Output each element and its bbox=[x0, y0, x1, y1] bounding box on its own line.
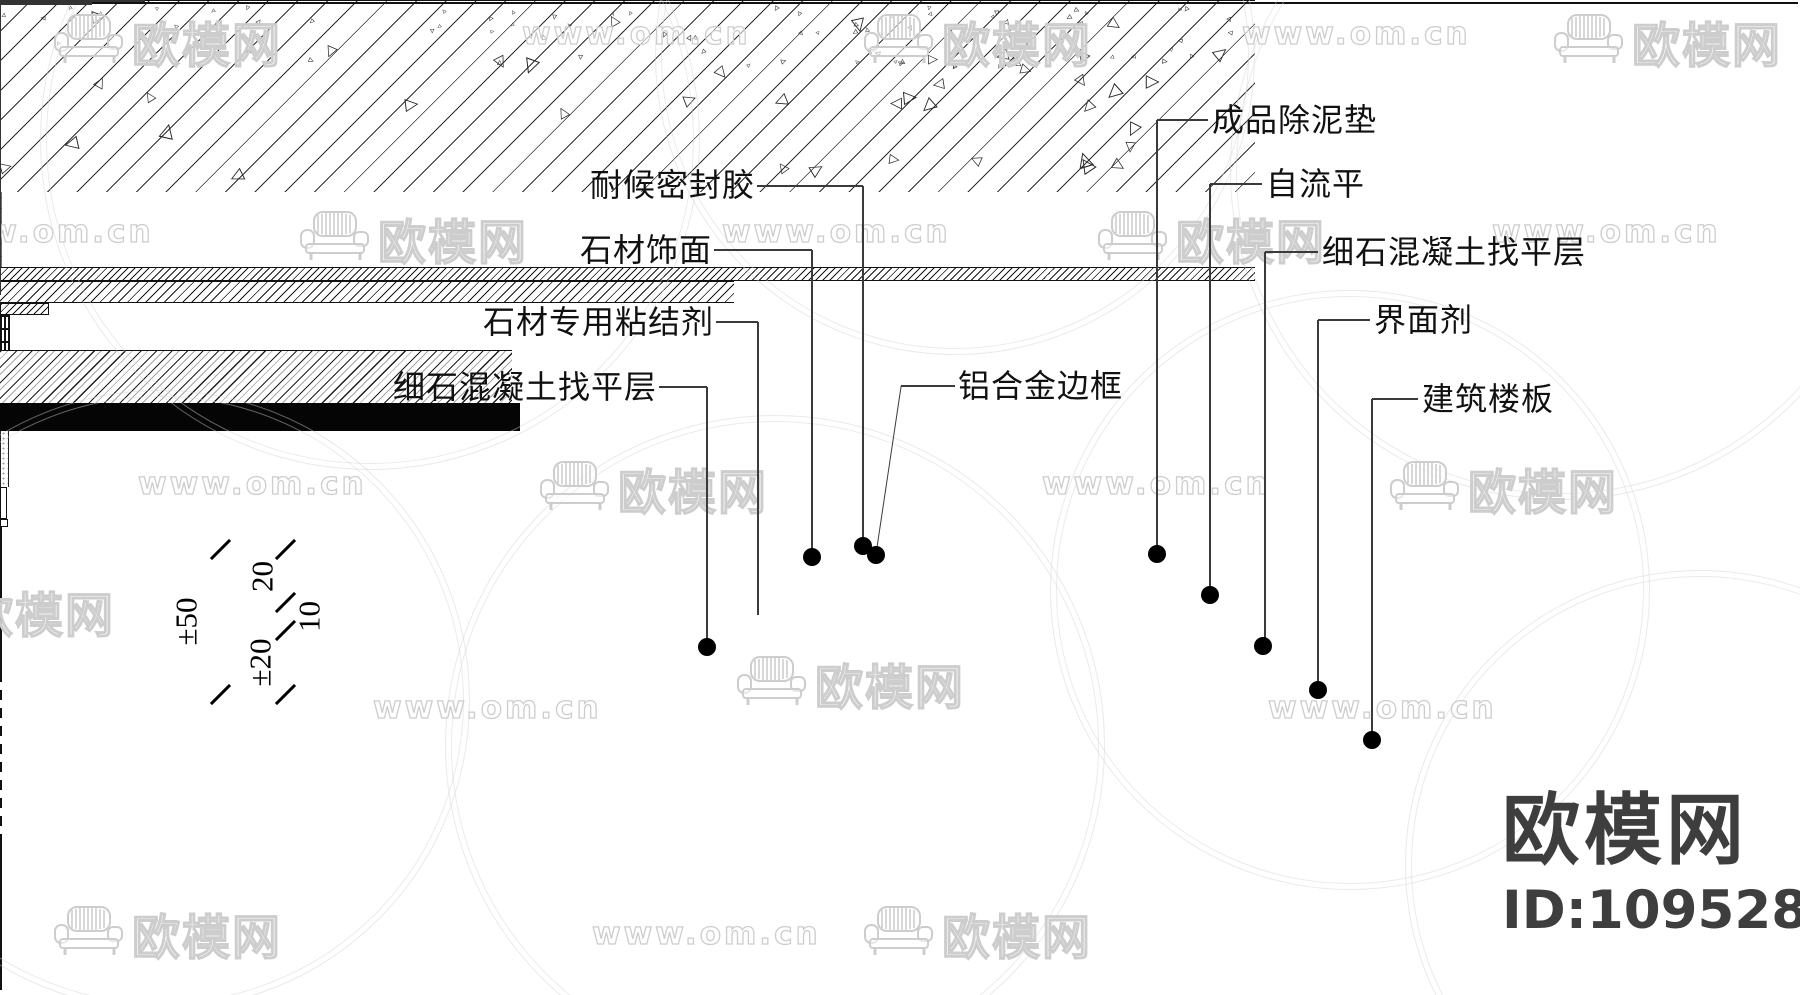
callout-leader-v bbox=[706, 387, 708, 647]
callout-label: 铝合金边框 bbox=[958, 368, 1124, 404]
mat-bristle-tuft bbox=[0, 341, 10, 350]
mat-insert-block bbox=[0, 303, 49, 315]
callout-label: 细石混凝土找平层 bbox=[1322, 234, 1587, 270]
interface-agent-band bbox=[0, 267, 1255, 281]
callout-leader-v bbox=[1156, 120, 1158, 554]
dim-20: 20 bbox=[244, 561, 280, 592]
callout-leader-v bbox=[1371, 399, 1373, 740]
callout-leader-h bbox=[1265, 251, 1318, 253]
callout-leader-slant bbox=[875, 385, 902, 554]
image-id-text: ID:1095283 bbox=[1502, 880, 1800, 941]
concrete-leveling-layer: ▵▵▵▵▵▵▵▵▵▵▵▵▵▵▵▵▵▵▵▵▵▵▵▵▵▵▵▵▵▵▵▵▵▵▵▵▵▵▵▵… bbox=[0, 3, 1255, 267]
callout-dot bbox=[698, 638, 716, 656]
callout-label: 建筑楼板 bbox=[1422, 381, 1555, 417]
callout-dot bbox=[1363, 731, 1381, 749]
stone-adhesive-band bbox=[0, 403, 520, 431]
callout-dot bbox=[1254, 637, 1272, 655]
dim-pm20: ±20 bbox=[242, 638, 278, 687]
dim-extension-line bbox=[0, 2, 92, 4]
dim-line-total bbox=[0, 4, 2, 150]
dim-line-layers bbox=[0, 149, 2, 295]
callout-leader-h bbox=[1372, 398, 1418, 400]
callout-label: 耐候密封胶 bbox=[589, 167, 755, 203]
aluminium-edge-frame-lip bbox=[0, 519, 8, 527]
callout-leader-h bbox=[901, 385, 955, 387]
callout-dot bbox=[803, 548, 821, 566]
callout-leader-h bbox=[757, 185, 863, 187]
dim-tick bbox=[274, 538, 296, 560]
callout-label: 成品除泥垫 bbox=[1212, 102, 1378, 138]
dim-extension-line bbox=[0, 0, 145, 2]
callout-leader-v bbox=[1317, 320, 1319, 690]
callout-label: 自流平 bbox=[1266, 166, 1366, 202]
callout-leader-h bbox=[1210, 183, 1262, 185]
dim-tick bbox=[209, 683, 231, 705]
site-logo: 欧模网 ID:1095283 bbox=[1502, 792, 1800, 937]
left-edge-dashed bbox=[0, 672, 2, 838]
mat-assembly bbox=[0, 2, 1798, 350]
callout-label: 石材专用粘结剂 bbox=[482, 304, 714, 340]
dim-10: 10 bbox=[291, 601, 327, 632]
dim-tick bbox=[274, 683, 296, 705]
callout-leader-h bbox=[714, 249, 812, 251]
building-slab-hatch: △△△△△△△△△△△△△△△△△△△△△△△△△△△△△△△△△△△△△△△△ bbox=[0, 0, 1255, 192]
callout-leader-h bbox=[1318, 319, 1370, 321]
callout-leader-h bbox=[659, 386, 707, 388]
callout-dot bbox=[1309, 681, 1327, 699]
aluminium-edge-frame bbox=[0, 487, 7, 519]
right-edge-line bbox=[0, 838, 2, 980]
mat-bristle-tuft bbox=[0, 328, 10, 341]
left-edge-line bbox=[0, 527, 2, 672]
stone-finish-layer bbox=[0, 350, 512, 403]
self-leveling-band bbox=[0, 281, 734, 303]
callout-label: 界面剂 bbox=[1374, 302, 1474, 338]
callout-leader-v bbox=[1264, 252, 1266, 646]
callout-dot bbox=[1148, 545, 1166, 563]
right-edge-dashed bbox=[0, 980, 2, 995]
mat-bristle-tuft bbox=[0, 315, 10, 328]
callout-leader-v bbox=[757, 322, 759, 615]
callout-leader-h bbox=[1157, 119, 1208, 121]
callout-leader-v bbox=[811, 250, 813, 557]
callout-dot bbox=[867, 546, 885, 564]
site-logo-text: 欧模网 bbox=[1502, 786, 1749, 876]
dim-total: ±50 bbox=[168, 597, 204, 646]
callout-leader-v bbox=[862, 186, 864, 546]
callout-leader-v bbox=[1209, 184, 1211, 595]
callout-leader-h bbox=[716, 321, 758, 323]
dim-extension-line bbox=[0, 3, 92, 5]
dim-extension-line bbox=[0, 1, 145, 3]
sealant-joint bbox=[0, 431, 9, 487]
callout-dot bbox=[1201, 586, 1219, 604]
callout-label: 石材饰面 bbox=[579, 232, 712, 268]
dim-tick bbox=[209, 538, 231, 560]
callout-label: 细石混凝土找平层 bbox=[392, 369, 657, 405]
